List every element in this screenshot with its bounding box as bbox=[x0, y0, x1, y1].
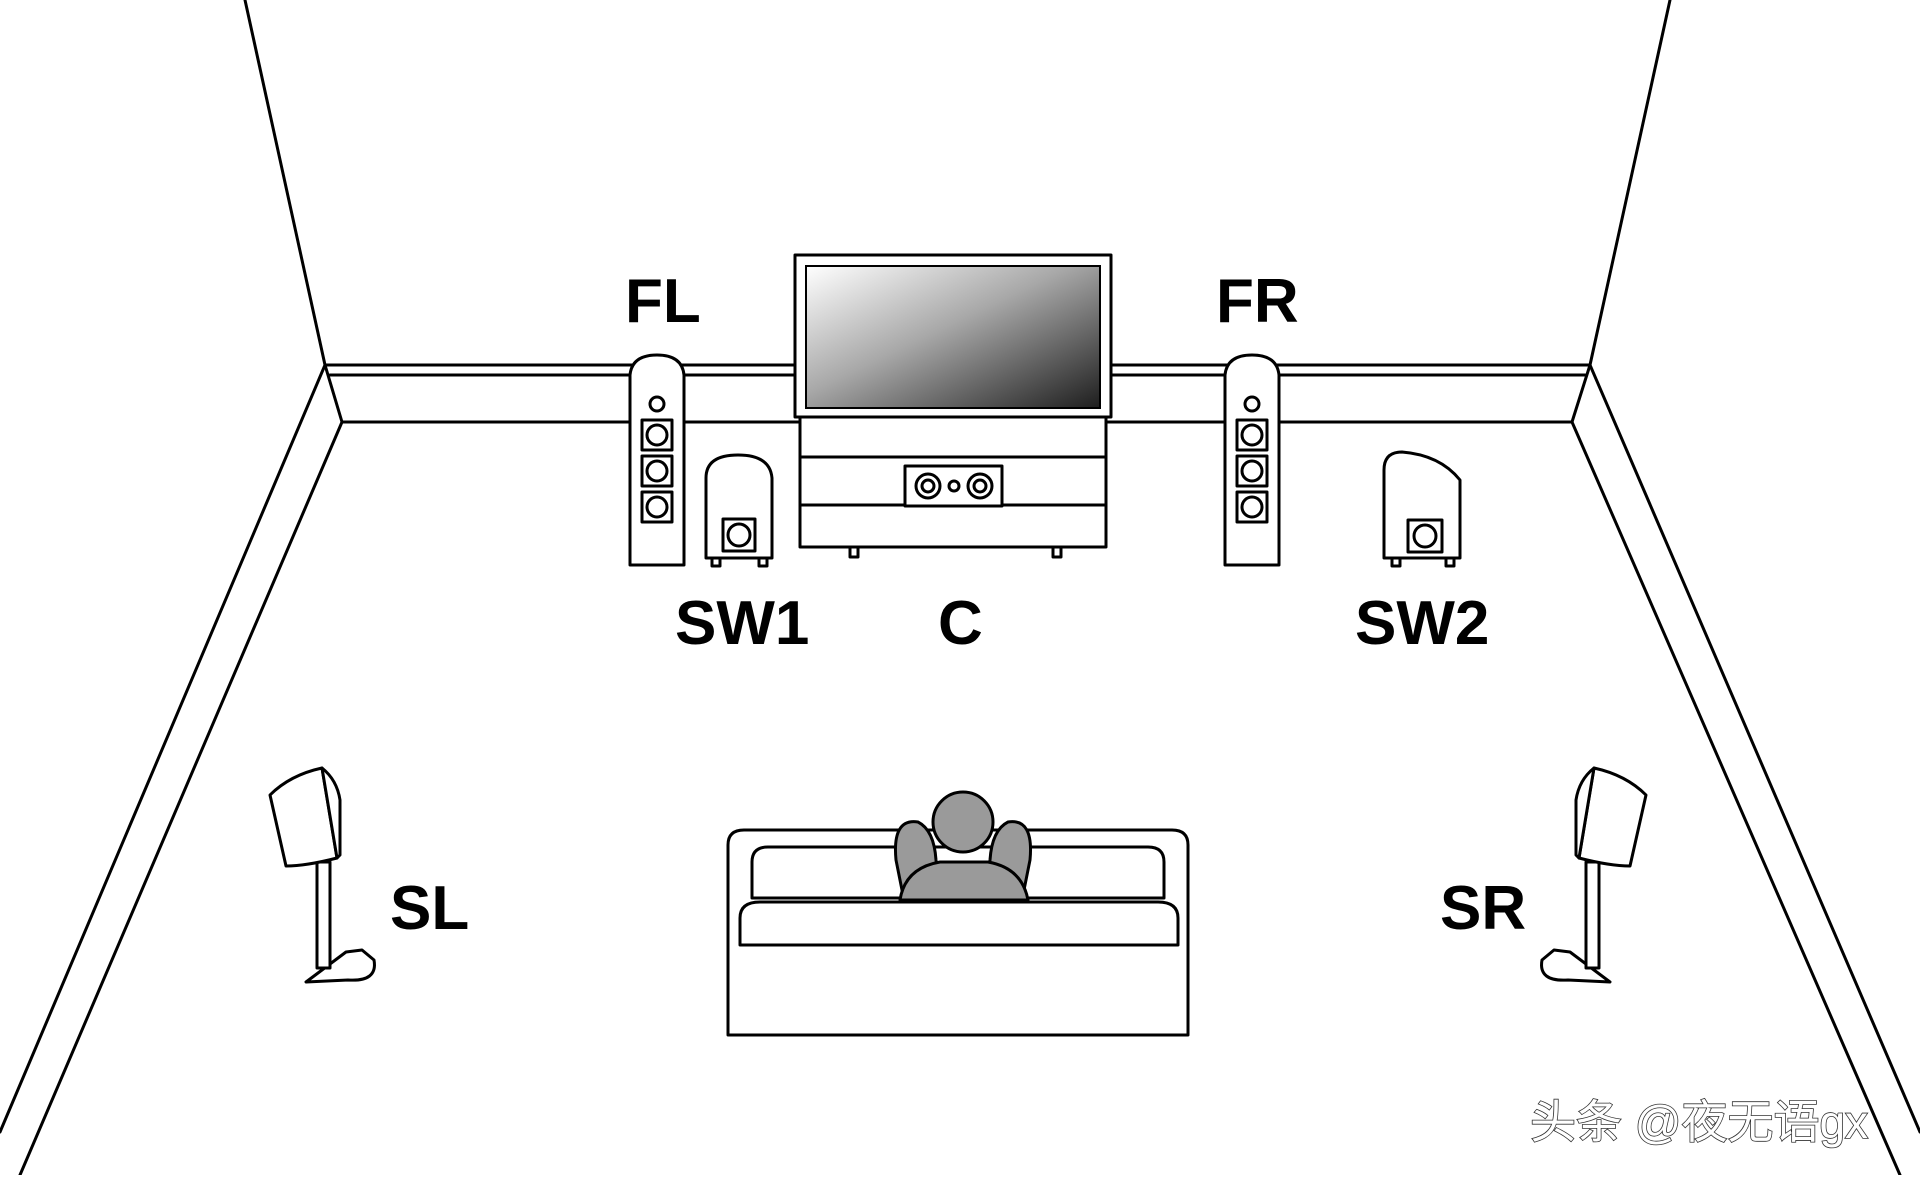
center-speaker bbox=[903, 464, 1004, 508]
front-right-speaker bbox=[1223, 353, 1281, 567]
label-surround-left: SL bbox=[390, 874, 469, 943]
surround-right-speaker bbox=[1540, 766, 1648, 984]
sofa-cushion bbox=[738, 900, 1180, 947]
label-front-right: FR bbox=[1216, 267, 1299, 336]
subwoofer-2 bbox=[1382, 450, 1462, 568]
label-center: C bbox=[938, 589, 983, 658]
surround-left-speaker bbox=[268, 766, 376, 984]
subwoofer-1 bbox=[704, 453, 774, 568]
label-front-left: FL bbox=[625, 267, 701, 336]
watermark-text: 头条 @夜无语gx bbox=[1530, 1096, 1868, 1148]
front-left-speaker bbox=[628, 353, 686, 567]
label-subwoofer-1: SW1 bbox=[675, 589, 809, 658]
label-subwoofer-2: SW2 bbox=[1355, 589, 1489, 658]
listener-silhouette bbox=[893, 790, 1033, 902]
television bbox=[793, 253, 1113, 439]
label-surround-right: SR bbox=[1440, 874, 1526, 943]
